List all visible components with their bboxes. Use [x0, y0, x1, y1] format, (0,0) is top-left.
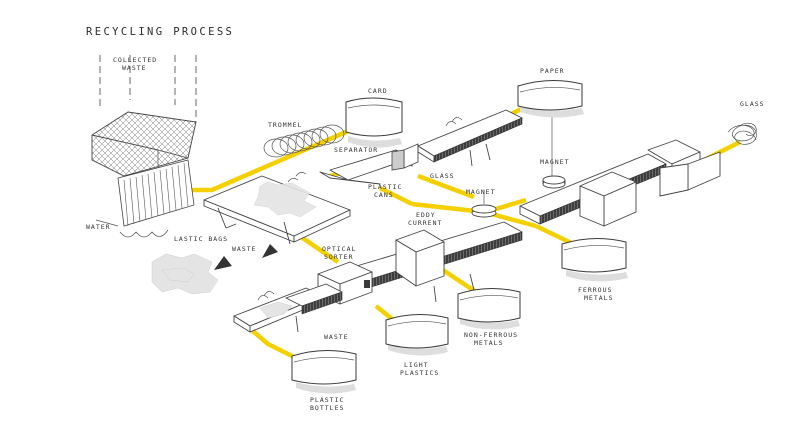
label-lastic-bags: LASTIC BAGS: [174, 235, 228, 243]
primary-conveyor: [203, 172, 351, 245]
label-magnet-2: MAGNET: [466, 188, 495, 196]
label-cans: CANS: [374, 191, 394, 199]
flow-line-glass: [417, 173, 475, 200]
bag-card: [345, 97, 403, 148]
collected-waste-cage: [91, 55, 197, 238]
bag-light-plastics: [385, 314, 449, 356]
output-bags: [291, 79, 628, 394]
magnet-upper: [542, 116, 566, 189]
label-glass-2: GLASS: [740, 100, 765, 108]
label-metals-2: METALS: [474, 339, 503, 347]
bottles-conveyor: [233, 283, 343, 333]
separator: [319, 143, 419, 185]
label-current: CURRENT: [408, 219, 442, 227]
label-collected: COLLECTED: [113, 56, 157, 64]
label-ferrous: FERROUS: [578, 286, 612, 294]
flow-line-magnet: [411, 201, 485, 215]
label-plastics: PLASTICS: [400, 369, 439, 377]
plastic-bags-heap: [151, 253, 232, 295]
label-non-ferrous: NON-FERROUS: [464, 331, 518, 339]
label-waste-2: WASTE: [324, 333, 349, 341]
label-separator: SEPARATOR: [334, 146, 378, 154]
label-sorter: SORTER: [324, 253, 353, 261]
water-tank: [95, 159, 195, 238]
right-conveyor: [519, 139, 721, 227]
paper-conveyor: [417, 109, 523, 167]
lower-conveyor: [349, 221, 523, 303]
label-glass-1: GLASS: [430, 172, 455, 180]
waste-down-arrow-icon: [262, 244, 278, 258]
bag-plastic-bottles: [291, 349, 357, 394]
labels: COLLECTED WASTE WATER LASTIC BAGS WASTE …: [86, 56, 765, 412]
label-bottles: BOTTLES: [310, 404, 344, 412]
label-plastic-2: PLASTIC: [310, 396, 344, 404]
label-plastic: PLASTIC: [368, 183, 402, 191]
label-card: CARD: [368, 87, 388, 95]
label-magnet-1: MAGNET: [540, 158, 569, 166]
label-metals-1: METALS: [584, 294, 613, 302]
label-light: LIGHT: [404, 361, 429, 369]
bag-ferrous-metals: [561, 237, 628, 282]
label-optical: OPTICAL: [322, 245, 356, 253]
bag-paper: [517, 79, 584, 118]
page-title: RECYCLING PROCESS: [86, 26, 234, 38]
magnet-lower: [471, 190, 497, 218]
label-waste-1: WASTE: [232, 245, 257, 253]
trommel: [263, 124, 345, 158]
label-water: WATER: [86, 223, 111, 231]
label-paper: PAPER: [540, 67, 565, 75]
glass-output: [727, 122, 757, 145]
label-eddy: EDDY: [416, 211, 436, 219]
flow-line-cans: [378, 185, 414, 207]
label-waste-top: WASTE: [122, 64, 147, 72]
bag-non-ferrous-metals: [457, 288, 521, 330]
label-trommel: TROMMEL: [268, 121, 302, 129]
